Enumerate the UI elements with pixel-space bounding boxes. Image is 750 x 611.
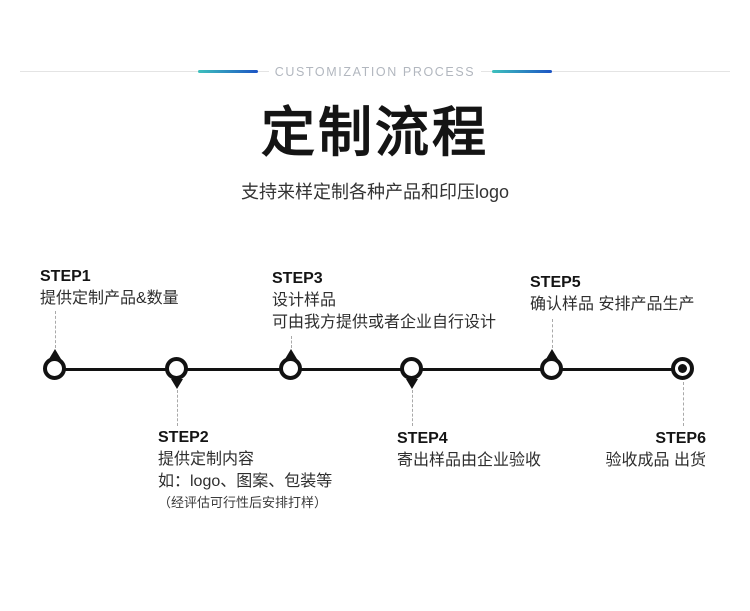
pin-up-icon [49,349,61,359]
timeline-node-4 [400,357,423,380]
step-3-block: STEP3 设计样品 可由我方提供或者企业自行设计 [272,268,496,334]
timeline-node-2 [165,357,188,380]
step-5-desc: 确认样品 安排产品生产 [530,296,695,313]
step-4-block: STEP4 寄出样品由企业验收 [397,428,541,472]
step-4-label: STEP4 [397,430,448,447]
step-6-label: STEP6 [655,430,706,447]
leader-line-step1 [55,311,56,348]
page-title: 定制流程 [261,103,489,163]
gradient-dash-right-icon [492,70,553,73]
timeline-node-1 [43,357,66,380]
timeline-node-6-end [671,357,694,380]
section-header: CUSTOMIZATION PROCESS [0,63,750,80]
timeline-line [55,368,683,371]
step-6-desc: 验收成品 出货 [605,452,706,469]
page-subtitle: 支持来样定制各种产品和印压logo [240,182,510,202]
step-1-desc: 提供定制产品&数量 [40,290,179,307]
step-3-desc: 可由我方提供或者企业自行设计 [272,314,497,331]
leader-line-step2 [177,390,178,426]
step-5-block: STEP5 确认样品 安排产品生产 [530,272,694,316]
step-3-label: STEP3 [272,270,323,287]
timeline-node-3 [279,357,302,380]
step-2-desc: 提供定制内容 [158,451,255,468]
leader-line-step4 [412,390,413,426]
leader-line-step3 [291,336,292,348]
step-1-block: STEP1 提供定制产品&数量 [40,266,179,310]
step-2-note: （经评估可行性后安排打样） [158,495,328,510]
section-header-label: CUSTOMIZATION PROCESS [268,64,482,79]
step-2-desc: 如：logo、图案、包装等 [158,473,333,490]
gradient-dash-left-icon [197,70,258,73]
pin-down-icon [406,379,418,389]
step-2-block: STEP2 提供定制内容 如：logo、图案、包装等 （经评估可行性后安排打样） [158,427,332,513]
step-6-block: STEP6 验收成品 出货 [606,428,706,472]
pin-down-icon [171,379,183,389]
timeline-node-5 [540,357,563,380]
step-4-desc: 寄出样品由企业验收 [397,452,542,469]
bullseye-dot-icon [678,364,687,373]
step-3-desc: 设计样品 [272,292,337,309]
leader-line-step6 [683,382,684,426]
step-2-label: STEP2 [158,429,209,446]
leader-line-step5 [552,319,553,348]
pin-up-icon [285,349,297,359]
step-5-label: STEP5 [530,274,581,291]
step-1-label: STEP1 [40,268,91,285]
pin-up-icon [546,349,558,359]
